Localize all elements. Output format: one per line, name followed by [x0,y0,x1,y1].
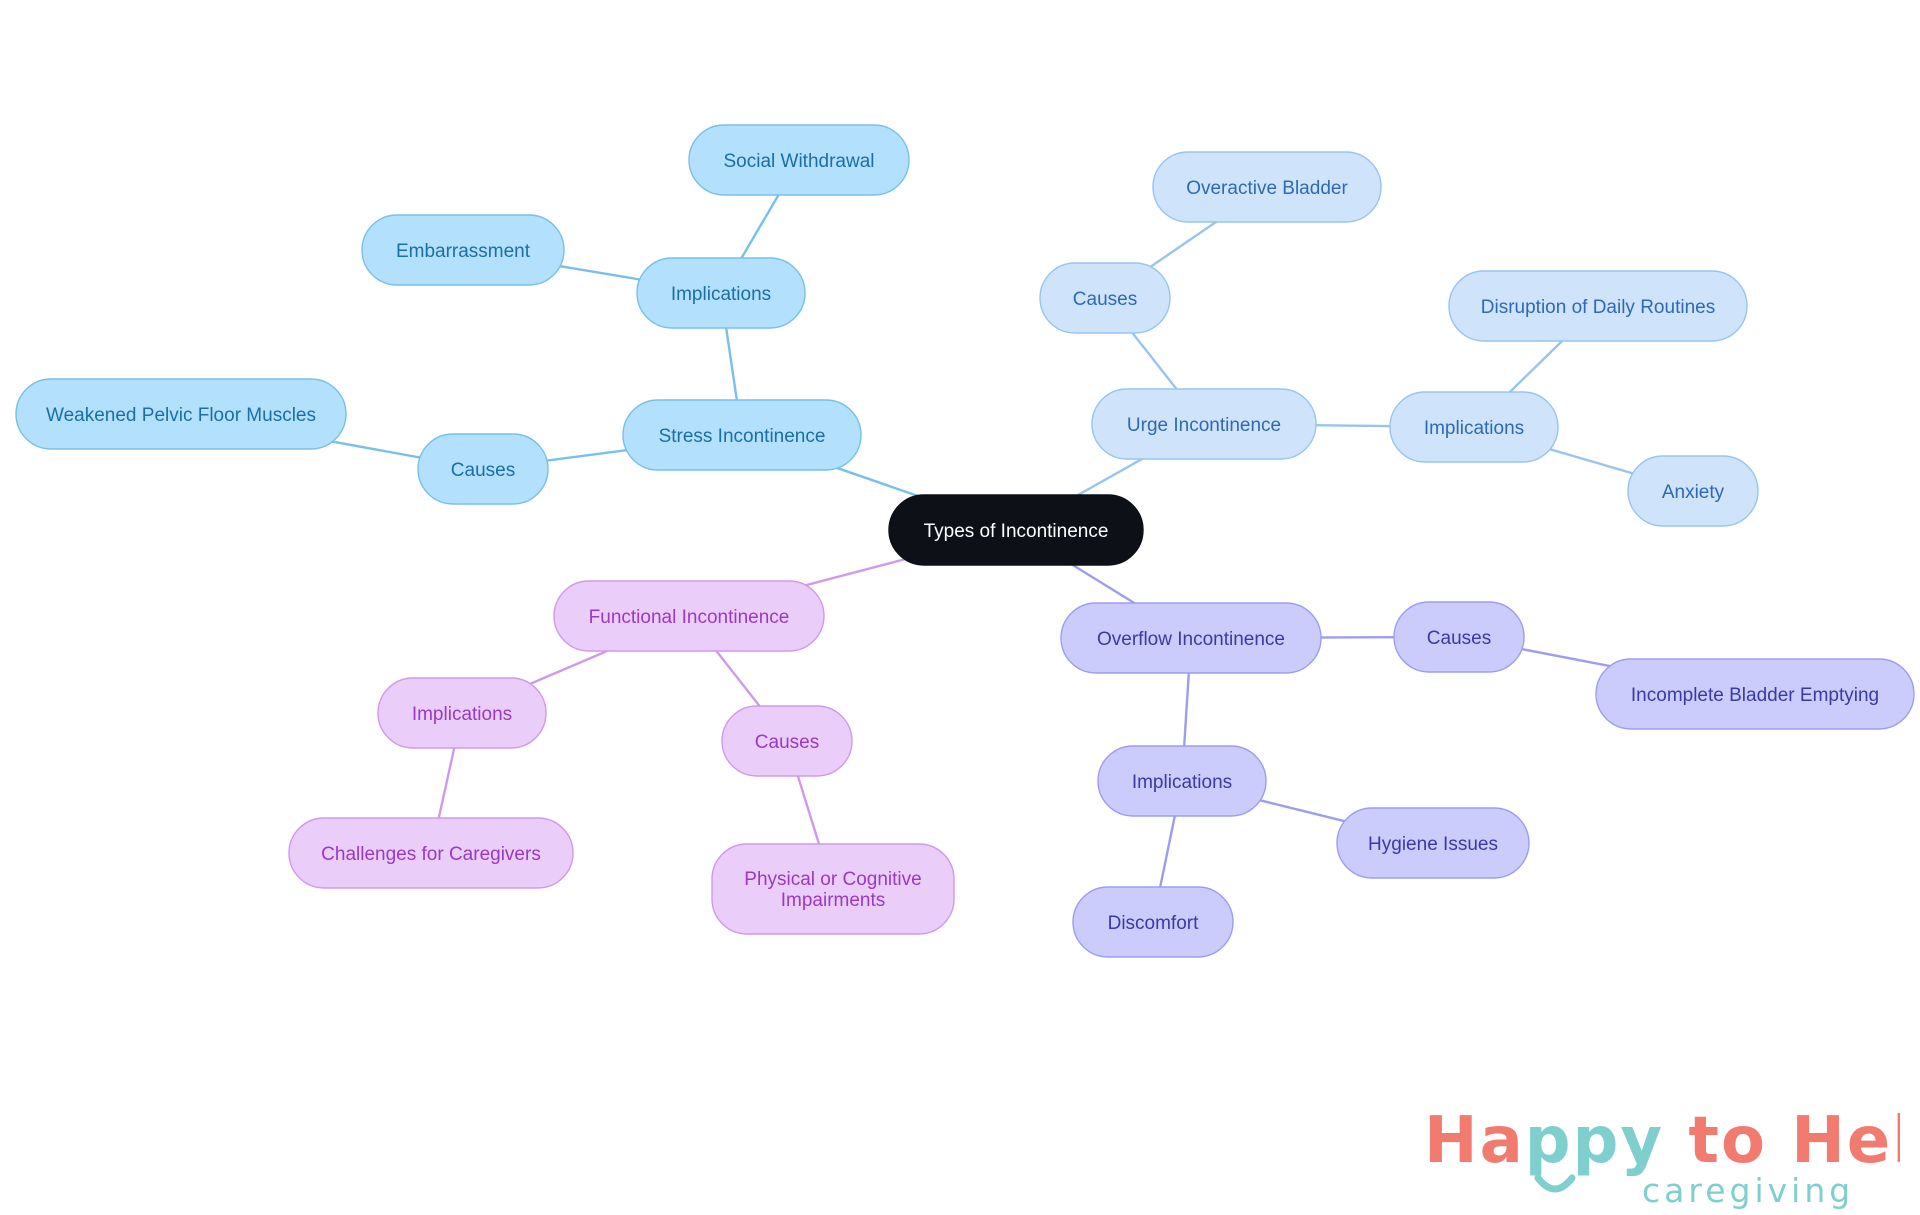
leaf-node-overactive-bladder-label: Overactive Bladder [1186,178,1348,199]
leaf-node-hygiene-issues-label: Hygiene Issues [1368,834,1498,855]
urge-causes-node[interactable]: Causes [1039,262,1171,334]
stress-implications-node[interactable]: Implications [636,257,806,329]
leaf-node-discomfort-label: Discomfort [1108,913,1200,934]
functional-implications-node-label: Implications [412,704,512,725]
leaf-node-disruption-of-daily-routines-box [1448,270,1748,342]
leaf-node-embarrassment-box [361,214,565,286]
root-node-types-of-incontinence[interactable]: Types of Incontinence [888,494,1144,566]
leaf-node-weakened-pelvic-floor-muscles-label: Weakened Pelvic Floor Muscles [46,405,316,426]
branch-node-stress-incontinence[interactable]: Stress Incontinence [622,399,862,471]
leaf-node-embarrassment-label: Embarrassment [396,241,531,262]
branch-node-urge-incontinence-label: Urge Incontinence [1127,415,1281,436]
stress-implications-node-label: Implications [671,284,771,305]
leaf-node-discomfort-box [1072,886,1234,958]
branch-node-stress-incontinence-label: Stress Incontinence [659,426,826,447]
stress-implications-node-box [636,257,806,329]
overflow-implications-node[interactable]: Implications [1097,745,1267,817]
stress-causes-node-box [417,433,549,505]
leaf-node-anxiety-label: Anxiety [1662,482,1725,503]
branch-node-functional-incontinence[interactable]: Functional Incontinence [553,580,825,652]
leaf-node-challenges-for-caregivers-box [288,817,574,889]
branch-node-functional-incontinence-label: Functional Incontinence [589,607,790,628]
leaf-node-social-withdrawal[interactable]: Social Withdrawal [688,124,910,196]
leaf-node-incomplete-bladder-emptying[interactable]: Incomplete Bladder Emptying [1595,658,1915,730]
branch-node-urge-incontinence[interactable]: Urge Incontinence [1091,388,1317,460]
leaf-node-weakened-pelvic-floor-muscles[interactable]: Weakened Pelvic Floor Muscles [15,378,347,450]
leaf-node-disruption-of-daily-routines-label: Disruption of Daily Routines [1481,297,1715,318]
branch-node-urge-incontinence-box [1091,388,1317,460]
root-node-types-of-incontinence-box [888,494,1144,566]
leaf-node-physical-or-cognitive-impairments-box [711,843,955,935]
urge-causes-node-box [1039,262,1171,334]
leaf-node-social-withdrawal-box [688,124,910,196]
branch-node-overflow-incontinence-label: Overflow Incontinence [1097,629,1285,650]
leaf-node-challenges-for-caregivers-label: Challenges for Caregivers [321,844,541,865]
urge-implications-node[interactable]: Implications [1389,391,1559,463]
overflow-causes-node-box [1393,601,1525,673]
leaf-node-weakened-pelvic-floor-muscles-box [15,378,347,450]
functional-implications-node[interactable]: Implications [377,677,547,749]
logo-subtitle: caregiving [1642,1171,1854,1210]
happy-to-help-logo: Happy to Help caregiving [1424,1104,1900,1210]
leaf-node-discomfort[interactable]: Discomfort [1072,886,1234,958]
leaf-node-social-withdrawal-label: Social Withdrawal [724,151,875,172]
functional-causes-node[interactable]: Causes [721,705,853,777]
overflow-implications-node-box [1097,745,1267,817]
branch-node-stress-incontinence-box [622,399,862,471]
leaf-node-hygiene-issues-box [1336,807,1530,879]
leaf-node-incomplete-bladder-emptying-box [1595,658,1915,730]
mind-map-nodes: Types of Incontinence Stress Incontinence… [15,124,1915,958]
logo-title: Happy to Help [1424,1104,1900,1178]
urge-implications-node-box [1389,391,1559,463]
functional-causes-node-box [721,705,853,777]
functional-implications-node-box [377,677,547,749]
leaf-node-embarrassment[interactable]: Embarrassment [361,214,565,286]
stress-causes-node-label: Causes [451,460,515,481]
branch-node-overflow-incontinence-box [1060,602,1322,674]
leaf-node-hygiene-issues[interactable]: Hygiene Issues [1336,807,1530,879]
urge-causes-node-label: Causes [1073,289,1137,310]
overflow-causes-node[interactable]: Causes [1393,601,1525,673]
urge-implications-node-label: Implications [1424,418,1524,439]
smile-icon [1534,1174,1576,1193]
overflow-implications-node-label: Implications [1132,772,1232,793]
leaf-node-overactive-bladder[interactable]: Overactive Bladder [1152,151,1382,223]
branch-node-overflow-incontinence[interactable]: Overflow Incontinence [1060,602,1322,674]
leaf-node-anxiety-box [1627,455,1759,527]
leaf-node-incomplete-bladder-emptying-label: Incomplete Bladder Emptying [1631,685,1879,706]
leaf-node-anxiety[interactable]: Anxiety [1627,455,1759,527]
branch-node-functional-incontinence-box [553,580,825,652]
functional-causes-node-label: Causes [755,732,819,753]
overflow-causes-node-label: Causes [1427,628,1491,649]
leaf-node-challenges-for-caregivers[interactable]: Challenges for Caregivers [288,817,574,889]
leaf-node-overactive-bladder-box [1152,151,1382,223]
root-node-types-of-incontinence-label: Types of Incontinence [924,521,1109,542]
stress-causes-node[interactable]: Causes [417,433,549,505]
leaf-node-disruption-of-daily-routines[interactable]: Disruption of Daily Routines [1448,270,1748,342]
